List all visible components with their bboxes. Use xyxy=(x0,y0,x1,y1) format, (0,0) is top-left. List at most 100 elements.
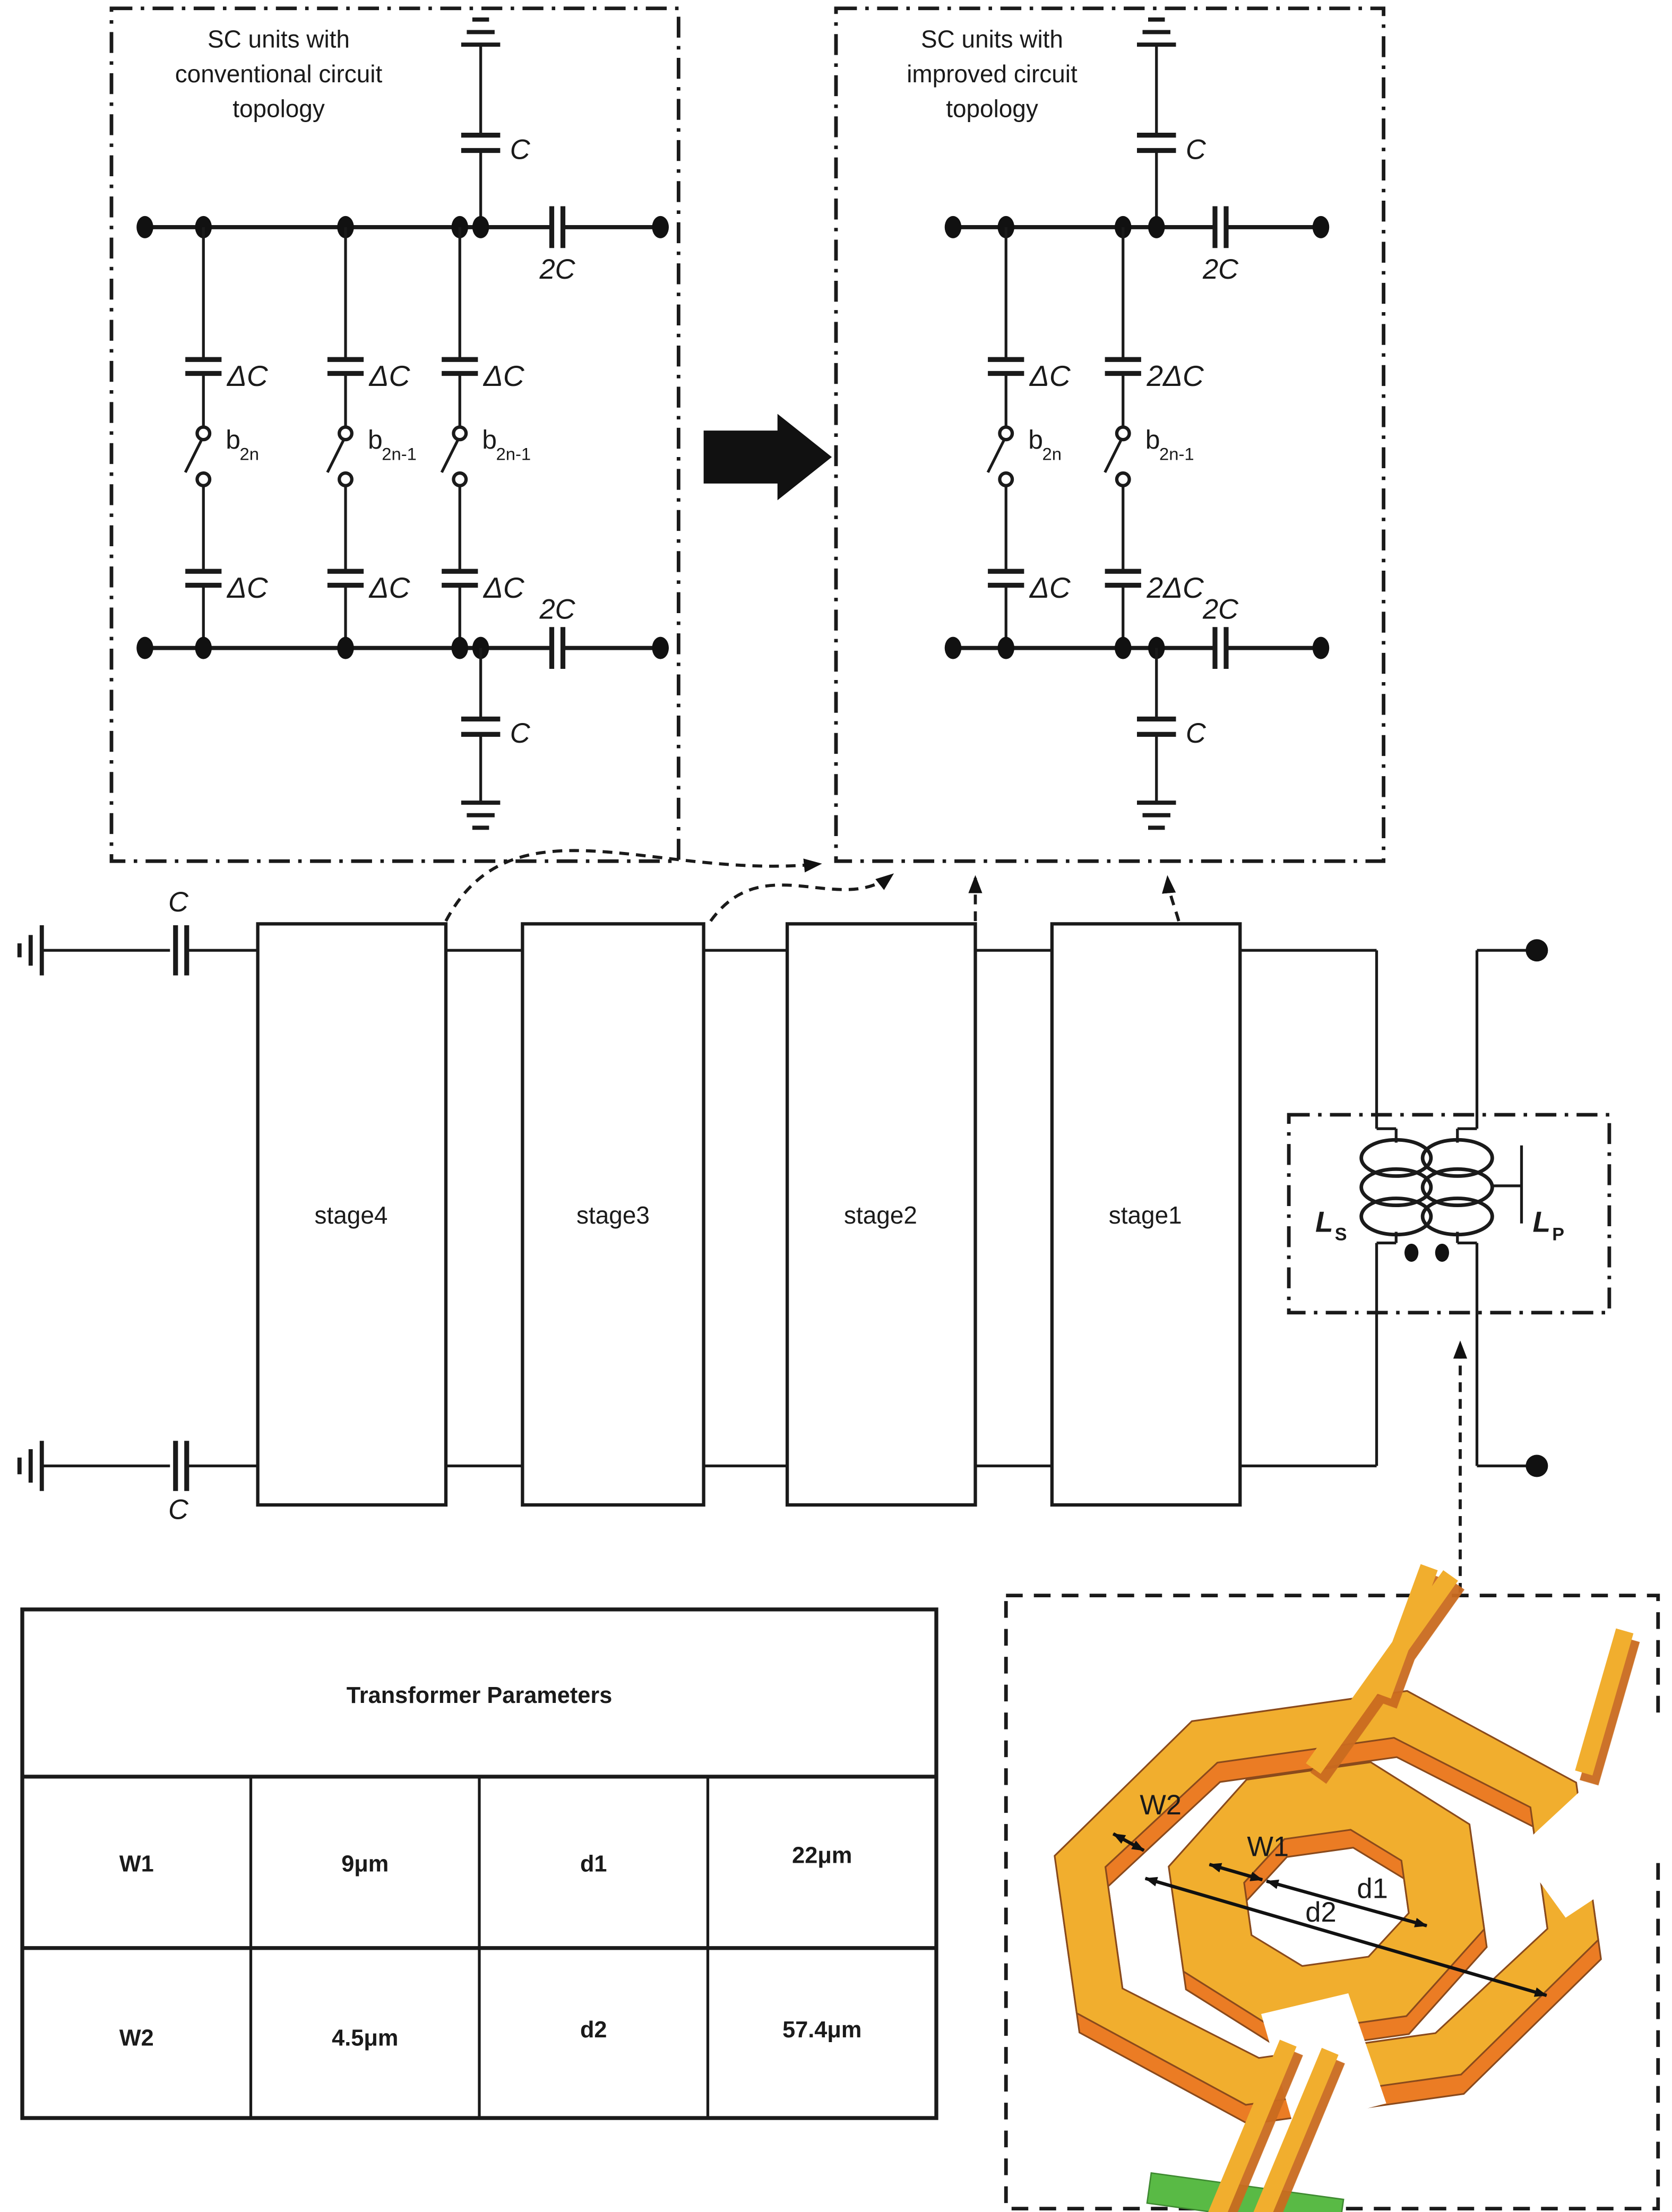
stage4-label: stage4 xyxy=(315,1201,388,1229)
table-title: Transformer Parameters xyxy=(347,1683,613,1708)
switch-label-sub: 2n-1 xyxy=(1159,444,1194,463)
ground-icon xyxy=(461,801,501,830)
capacitor-icon xyxy=(1137,716,1176,737)
cap-2c-bottom-label: 2C xyxy=(1202,594,1239,625)
arrow-stage4-to-box xyxy=(444,849,822,922)
cap-label: ΔC xyxy=(1029,359,1071,392)
stage2-box xyxy=(785,922,977,1507)
lead-top-3 xyxy=(1575,1628,1634,1776)
switch-icon xyxy=(986,425,1014,487)
switch-label-sub: 2n xyxy=(1042,444,1062,463)
table-cell-w1: W1 xyxy=(119,1851,154,1877)
arrow-stage1-to-box xyxy=(1162,875,1180,922)
lp-label: L xyxy=(1533,1206,1551,1238)
improved-title-line2: improved circuit xyxy=(907,60,1078,88)
sc-branch: ΔC b 2n-1 ΔC xyxy=(440,227,531,648)
table-cell-d1-value: 22μm xyxy=(792,1843,852,1869)
transformer-schematic: L S L P xyxy=(1240,939,1611,1477)
lead-bottom-1 xyxy=(1204,2039,1297,2212)
sc-branch: ΔC b 2n-1 ΔC xyxy=(326,227,417,648)
transformer-parameters-table: Transformer Parameters W1 9μm d1 22μm W2… xyxy=(20,1607,938,2120)
arrow-stage3-to-box xyxy=(709,873,894,922)
stage3-label: stage3 xyxy=(576,1201,650,1229)
switch-icon xyxy=(440,425,468,487)
d2-dimension-arrow xyxy=(1144,1877,1548,1998)
stage4-box xyxy=(256,922,448,1507)
table-cell-d1: d1 xyxy=(580,1851,607,1877)
ground-icon xyxy=(1137,17,1176,47)
conventional-title-line2: conventional circuit xyxy=(175,60,383,88)
cap-label: ΔC xyxy=(368,571,411,604)
ground-icon xyxy=(1137,801,1176,830)
polarity-dot xyxy=(1435,1243,1449,1262)
switch-icon xyxy=(184,425,212,487)
ground-icon xyxy=(17,1441,44,1491)
cap-label: ΔC xyxy=(368,359,411,392)
cap-label: 2ΔC xyxy=(1146,359,1204,392)
table-cell-d2: d2 xyxy=(580,2017,607,2043)
capacitor-icon xyxy=(173,1441,189,1491)
lead-top-2 xyxy=(1306,1570,1458,1774)
capacitor-icon xyxy=(1212,627,1229,669)
input-cap-bottom-label: C xyxy=(168,1494,189,1525)
inductor-lp-icon xyxy=(1420,1138,1494,1237)
stage2-label: stage2 xyxy=(844,1201,917,1229)
cap-label: ΔC xyxy=(1029,571,1071,604)
w2-label: W2 xyxy=(1140,1789,1182,1821)
input-cap-top-label: C xyxy=(168,886,189,918)
cap-2c-bottom-label: 2C xyxy=(539,594,575,625)
sc-branch: ΔC b 2n ΔC xyxy=(986,227,1071,648)
cap-2c-top-label: 2C xyxy=(1202,254,1239,285)
outer-ring-top xyxy=(1054,1690,1599,2106)
table-cell-d2-value: 57.4μm xyxy=(782,2017,861,2043)
table-cell-w1-value: 9μm xyxy=(341,1851,389,1877)
cap-bottom-label: C xyxy=(510,718,531,749)
transform-arrow-icon xyxy=(703,414,832,501)
table-cell-w2-value: 4.5μm xyxy=(332,2026,398,2051)
ground-icon xyxy=(17,925,44,976)
switch-label: b xyxy=(368,425,383,454)
capacitor-icon xyxy=(1137,133,1176,153)
w2-dimension-arrow xyxy=(1112,1832,1145,1852)
ground-icon xyxy=(461,17,501,47)
switch-icon xyxy=(326,425,354,487)
cap-top-label: C xyxy=(1186,134,1206,165)
inductor-ls-icon xyxy=(1359,1138,1433,1237)
stage1-label: stage1 xyxy=(1109,1201,1182,1229)
stage-chain: C C stage4 stage3 stage2 stage1 xyxy=(17,886,1242,1525)
improved-title-line1: SC units with xyxy=(921,25,1063,53)
capacitor-icon xyxy=(173,925,189,976)
switch-label: b xyxy=(226,425,240,454)
conventional-title-line3: topology xyxy=(232,95,325,123)
capacitor-icon xyxy=(461,133,501,153)
capacitor-icon xyxy=(549,206,566,248)
capacitor-icon xyxy=(549,627,566,669)
sc-branch: 2ΔC b 2n-1 2ΔC xyxy=(1104,227,1204,648)
lp-label-sub: P xyxy=(1552,1224,1564,1244)
output-terminal-top xyxy=(1526,939,1548,962)
d2-label: d2 xyxy=(1305,1897,1336,1928)
transformer-box-border xyxy=(1287,1113,1611,1315)
outer-ring-gap xyxy=(1516,1709,1672,1918)
switch-label: b xyxy=(482,425,497,454)
cap-label: ΔC xyxy=(226,571,269,604)
conventional-topology-box: SC units with conventional circuit topol… xyxy=(109,6,680,863)
stage1-box xyxy=(1050,922,1242,1507)
switch-label: b xyxy=(1028,425,1043,454)
cap-bottom-label: C xyxy=(1186,718,1206,749)
conventional-title-line1: SC units with xyxy=(208,25,350,53)
callout-arrows xyxy=(444,849,1468,1593)
switch-label-sub: 2n-1 xyxy=(382,444,417,463)
cap-label: ΔC xyxy=(482,571,525,604)
ls-label-sub: S xyxy=(1335,1224,1347,1244)
cap-label: 2ΔC xyxy=(1146,571,1204,604)
switch-label: b xyxy=(1145,425,1160,454)
cap-top-label: C xyxy=(510,134,531,165)
improved-title-line3: topology xyxy=(946,95,1038,123)
table-cell-w2: W2 xyxy=(119,2026,154,2051)
transformer-3d-render: W2 W1 d1 d2 xyxy=(1004,1564,1672,2212)
conventional-box-border xyxy=(109,6,680,863)
capacitor-icon xyxy=(1212,206,1229,248)
